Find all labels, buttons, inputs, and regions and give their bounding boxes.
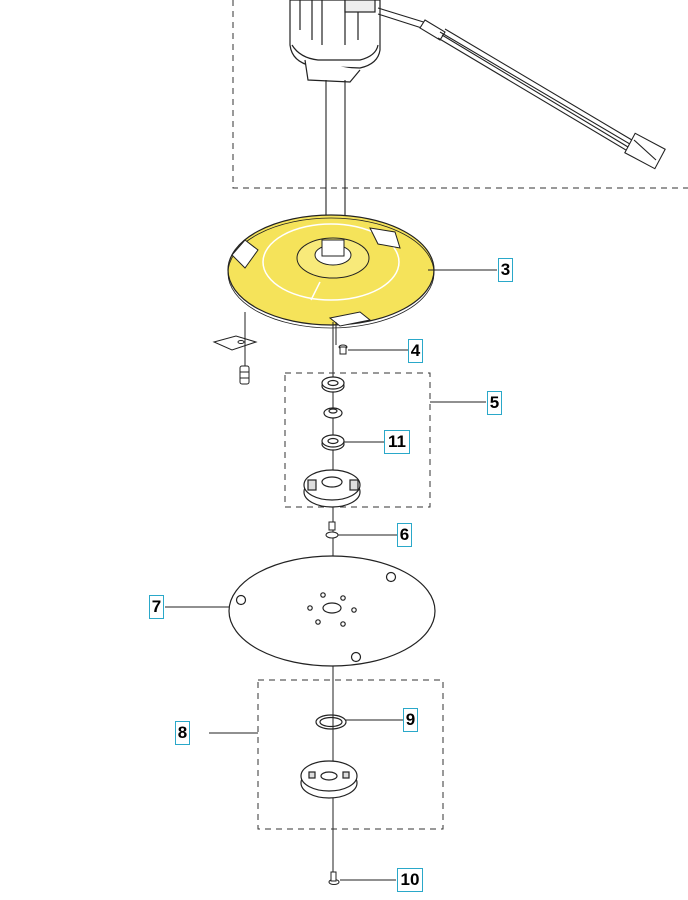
lower-hub [300, 760, 358, 799]
motor-shaft [325, 80, 346, 235]
hub-part [303, 469, 361, 508]
callout-11: 11 [384, 430, 410, 454]
o-ring [315, 714, 347, 730]
leader-lines [165, 269, 497, 881]
screw-part-10 [328, 871, 340, 885]
callout-5: 5 [487, 391, 502, 415]
blade-disc [227, 214, 435, 329]
callout-3: 3 [498, 258, 513, 282]
callout-6: 6 [397, 523, 412, 547]
flat-plate [228, 555, 436, 667]
motor-group-box [232, 0, 688, 189]
motor-cable [377, 7, 666, 170]
callout-8: 8 [175, 721, 190, 745]
callout-10: 10 [397, 868, 423, 892]
bearing-group-box [284, 372, 431, 508]
blade-and-screw [212, 312, 258, 385]
screw-part-4 [338, 344, 348, 355]
callout-7: 7 [149, 595, 164, 619]
motor-assembly [289, 0, 381, 83]
bearing-stack [321, 376, 345, 451]
screw-part-6 [325, 521, 339, 539]
lower-group-box [257, 679, 444, 830]
callout-4: 4 [408, 339, 423, 363]
callout-9: 9 [403, 708, 418, 732]
